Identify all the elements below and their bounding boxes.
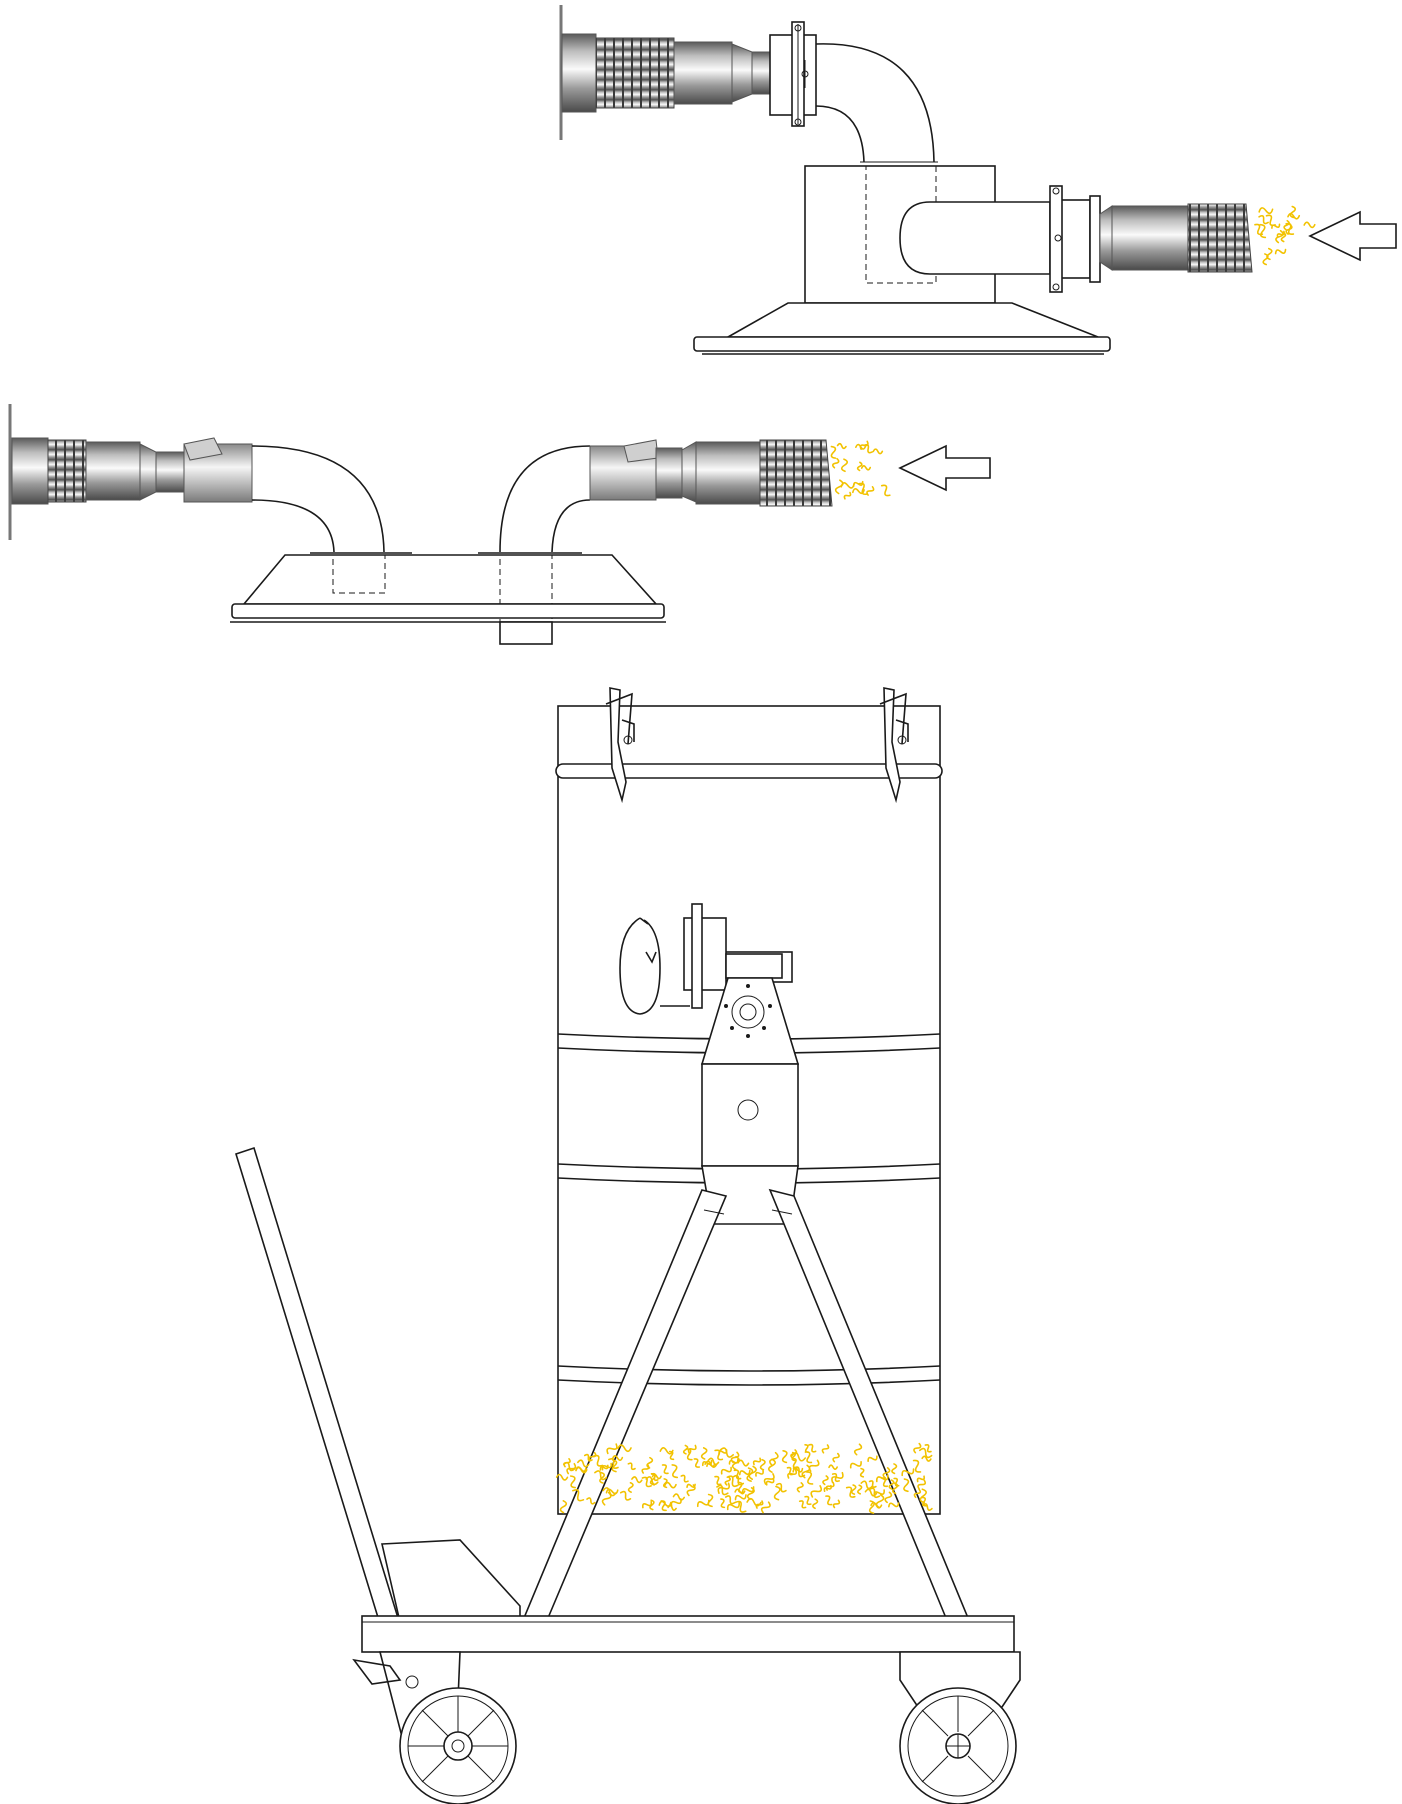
cart-handle bbox=[235, 1146, 399, 1626]
left-arrow-icon bbox=[1308, 210, 1397, 262]
metal-chips-icon bbox=[1254, 205, 1316, 266]
lid-rim-top bbox=[693, 336, 1111, 352]
top-separator-assembly bbox=[559, 5, 1253, 355]
cart-platform bbox=[361, 1615, 1015, 1653]
caster-right bbox=[899, 1651, 1021, 1804]
metal-chips-icon bbox=[555, 1442, 933, 1514]
rotation-arrow-icon bbox=[619, 917, 661, 1015]
caster-left bbox=[352, 1651, 517, 1804]
funnel-lid-top bbox=[724, 302, 1099, 338]
tilt-pivot-bracket bbox=[660, 903, 800, 1225]
drum-rib-lower bbox=[557, 1365, 941, 1386]
left-arrow-icon bbox=[898, 444, 991, 492]
outlet-hose-top bbox=[561, 33, 771, 113]
inlet-hose-top bbox=[1099, 203, 1253, 273]
outlet-elbow-middle bbox=[251, 445, 385, 553]
middle-separator-assembly bbox=[8, 404, 833, 645]
lid-rim-middle bbox=[231, 603, 665, 619]
elbow-pipe-top bbox=[815, 43, 935, 163]
drum-cart-assembly bbox=[235, 687, 1021, 1804]
inlet-hose-middle bbox=[589, 439, 833, 507]
drum-clamp-right bbox=[879, 687, 909, 804]
funnel-lid-middle bbox=[242, 554, 658, 605]
drum-clamp-left bbox=[605, 687, 635, 804]
inlet-elbow-middle bbox=[499, 445, 591, 553]
cart-step-pedal bbox=[381, 1539, 521, 1623]
outlet-flange-top bbox=[769, 21, 817, 127]
drum-lid-band bbox=[555, 763, 943, 779]
outlet-hose-middle bbox=[11, 437, 253, 505]
inlet-flange-top bbox=[1049, 185, 1101, 293]
inlet-tube-top bbox=[899, 201, 1051, 275]
dropout-tube-middle bbox=[499, 621, 553, 645]
metal-chips-icon bbox=[830, 440, 891, 500]
